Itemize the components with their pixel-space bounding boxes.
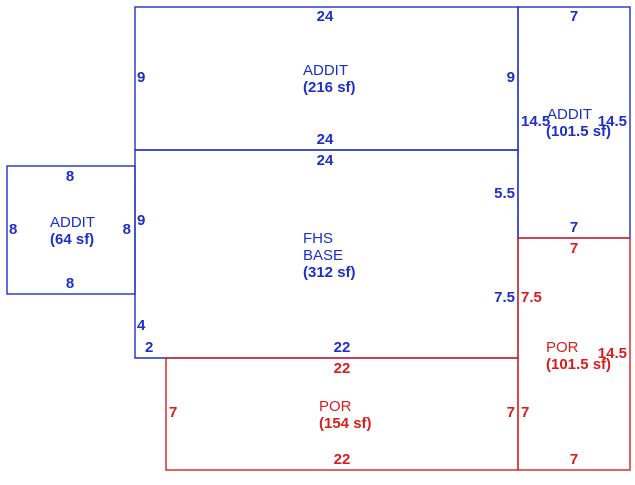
por-bottom-dim-top: 22 <box>334 360 351 377</box>
addit-left-name: ADDIT <box>50 214 95 231</box>
addit-right-name: ADDIT <box>547 106 592 123</box>
addit-top-dim-left: 9 <box>137 69 145 86</box>
addit-left-area: (64 sf) <box>50 231 94 248</box>
por-bottom-area: (154 sf) <box>319 415 372 432</box>
addit-top-dim-bottom: 24 <box>317 131 334 148</box>
addit-right-dim-bottom: 7 <box>570 219 578 236</box>
addit-right-area: (101.5 sf) <box>546 123 611 140</box>
por-right-name: POR <box>546 339 579 356</box>
fhs-base-dim-bottom-jog: 2 <box>145 339 153 356</box>
por-right-dim-left-upper: 7.5 <box>521 289 542 306</box>
addit-left-dim-right: 8 <box>123 221 131 238</box>
addit-left-dim-left: 8 <box>9 221 17 238</box>
fhs-base-area: (312 sf) <box>303 264 356 281</box>
addit-top-dim-right: 9 <box>507 69 515 86</box>
por-bottom-dim-right: 7 <box>507 404 515 421</box>
addit-left-dim-top: 8 <box>66 168 74 185</box>
addit-right-dim-left: 14.5 <box>521 113 550 130</box>
addit-right-dim-right: 14.5 <box>598 113 627 130</box>
por-right-dim-top: 7 <box>570 240 578 257</box>
por-right-area: (101.5 sf) <box>546 356 611 373</box>
addit-left-dim-bottom: 8 <box>66 275 74 292</box>
addit-top-name: ADDIT <box>303 62 348 79</box>
addit-top-area: (216 sf) <box>303 79 356 96</box>
fhs-base-name-line2: BASE <box>303 247 343 264</box>
por-right-outline[interactable] <box>517 237 631 471</box>
fhs-base-dim-top: 24 <box>317 152 334 169</box>
fhs-base-dim-bottom: 22 <box>334 339 351 356</box>
fhs-base-dim-left-upper: 9 <box>137 212 145 229</box>
por-bottom-name: POR <box>319 398 352 415</box>
fhs-base-dim-left-lower: 4 <box>137 317 146 334</box>
fhs-base-name-line1: FHS <box>303 230 333 247</box>
addit-right-dim-top: 7 <box>570 8 578 25</box>
addit-top-dim-top: 24 <box>317 8 334 25</box>
por-right-dim-right: 14.5 <box>598 345 627 362</box>
por-right-dim-left-lower: 7 <box>521 404 529 421</box>
por-bottom-dim-bottom: 22 <box>334 451 351 468</box>
fhs-base-dim-right-upper: 5.5 <box>494 185 515 202</box>
fhs-base-dim-right-lower: 7.5 <box>494 289 515 306</box>
por-bottom-dim-left: 7 <box>169 404 177 421</box>
por-right-dim-bottom: 7 <box>570 451 578 468</box>
